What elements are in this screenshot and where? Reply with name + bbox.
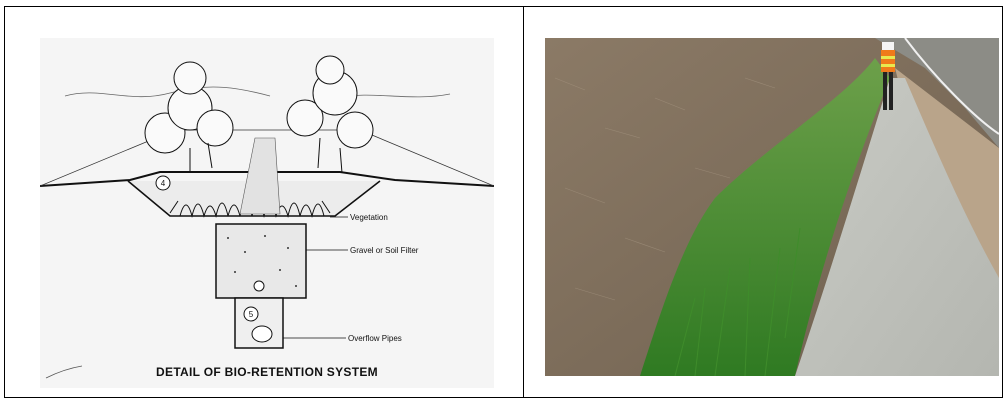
panel-divider bbox=[523, 6, 524, 398]
marker-5-label: 5 bbox=[249, 310, 254, 319]
diagram-caption: DETAIL OF BIO-RETENTION SYSTEM bbox=[156, 365, 378, 379]
swale-photo bbox=[545, 38, 999, 376]
bio-retention-diagram: 4 5 Vegetation Gravel or Soil Filter Ove… bbox=[40, 38, 494, 388]
diagram-svg: 4 5 Vegetation Gravel or Soil Filter Ove… bbox=[40, 38, 494, 388]
label-vegetation: Vegetation bbox=[350, 213, 388, 222]
photo-svg bbox=[545, 38, 999, 376]
label-filter: Gravel or Soil Filter bbox=[350, 246, 419, 255]
label-pipes: Overflow Pipes bbox=[348, 334, 402, 343]
marker-4-label: 4 bbox=[161, 179, 166, 188]
filter-pipe bbox=[254, 281, 264, 291]
overflow-pipe bbox=[252, 326, 272, 342]
